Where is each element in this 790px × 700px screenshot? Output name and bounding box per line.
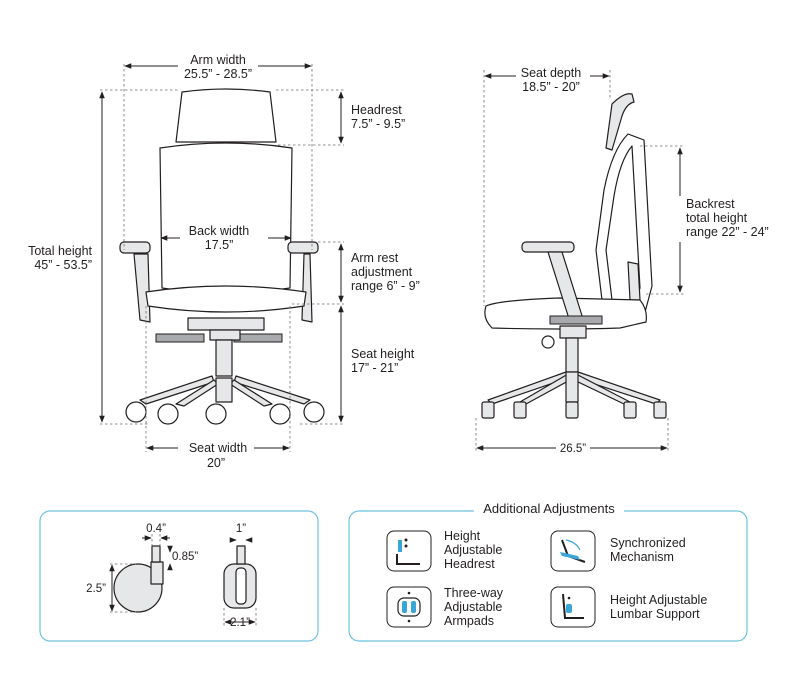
total-height-label: Total height	[28, 244, 92, 258]
caster-top-width: 1”	[236, 523, 246, 535]
total-height-value: 45” - 53.5”	[34, 258, 92, 272]
caster-wheel-diameter: 2.5”	[86, 583, 106, 595]
synchro-mechanism-icon	[550, 530, 596, 572]
seat-height-label: Seat height	[351, 347, 415, 361]
side-view-guides	[475, 70, 684, 452]
feature-armpads-line3: Armpads	[444, 614, 494, 628]
feature-lumbar-line1: Height Adjustable	[610, 593, 707, 607]
caster-stem-width: 0.4”	[146, 523, 166, 535]
caster-front-drawing	[223, 545, 257, 609]
caster-panel	[39, 510, 319, 642]
back-width-label: Back width	[189, 224, 249, 238]
arm-rest-label-2: adjustment	[351, 265, 413, 279]
caster-side-drawing	[113, 545, 164, 613]
feature-synchro-line2: Mechanism	[610, 550, 674, 564]
backrest-label-2: total height	[686, 211, 748, 225]
arm-width-label: Arm width	[190, 53, 246, 67]
arm-rest-label-3: range 6” - 9”	[351, 279, 420, 293]
seat-width-value: 20”	[207, 456, 225, 470]
seat-depth-label: Seat depth	[521, 66, 582, 80]
headrest-value: 7.5” - 9.5”	[351, 117, 405, 131]
seat-width-label: Seat width	[189, 441, 247, 455]
backrest-label-1: Backrest	[686, 197, 735, 211]
lumbar-icon	[550, 586, 596, 628]
armpads-icon	[386, 586, 432, 628]
feature-headrest-line2: Adjustable	[444, 543, 502, 557]
feature-armpads-line2: Adjustable	[444, 600, 502, 614]
caster-stem-height: 0.85”	[172, 551, 198, 563]
adjustments-title: Additional Adjustments	[483, 501, 615, 516]
caster-wheel-width: 2.1”	[230, 617, 250, 629]
headrest-label: Headrest	[351, 103, 402, 117]
seat-height-value: 17” - 21”	[351, 361, 398, 375]
feature-headrest-line3: Headrest	[444, 557, 495, 571]
front-view-guides	[100, 64, 344, 452]
feature-lumbar-line2: Lumbar Support	[610, 607, 700, 621]
arm-rest-label-1: Arm rest	[351, 251, 399, 265]
side-view-chair	[481, 93, 667, 419]
front-view-chair	[119, 88, 325, 425]
arm-width-value: 25.5” - 28.5”	[184, 67, 252, 81]
feature-headrest-line1: Height	[444, 529, 481, 543]
feature-synchro-line1: Synchronized	[610, 536, 686, 550]
seat-depth-value: 18.5” - 20”	[522, 80, 580, 94]
back-width-value: 17.5”	[205, 238, 234, 252]
base-depth-value: 26.5”	[560, 443, 586, 455]
feature-armpads-line1: Three-way	[444, 586, 504, 600]
headrest-icon	[386, 530, 432, 572]
backrest-label-3: range 22” - 24”	[686, 225, 769, 239]
